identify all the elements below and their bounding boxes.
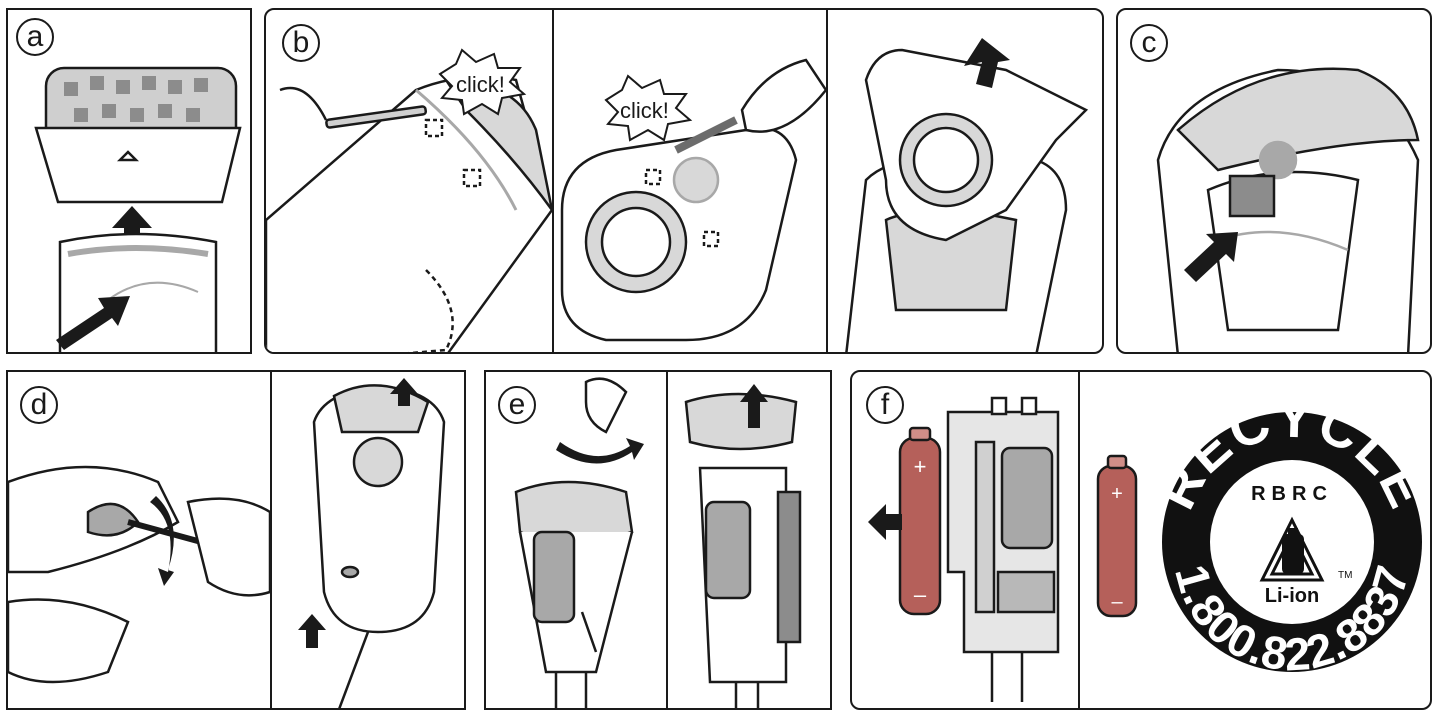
shaver-open-view [560,58,828,342]
panel-d-illustration [8,378,446,708]
panel-f-illustration: + – + – REC [868,389,1430,702]
divider-b-2 [826,10,828,352]
epilator-head [34,66,242,204]
battery-minus-2: – [1111,591,1123,613]
step-label-a: a [16,18,54,56]
battery-minus-1: – [914,582,927,607]
panel-b-illustration [266,38,1089,352]
seal-li-ion-text: Li-ion [1265,585,1319,607]
panel-e-illustration [514,377,802,708]
motor-unit-right [684,392,802,708]
panel-a-illustration [34,66,242,352]
panel-c-illustration [1156,67,1420,352]
rotate-arrow [150,496,174,586]
shaver-cover-lift [845,48,1089,352]
shaver-upright [312,384,446,708]
panel-f: f + – + – [850,370,1432,710]
recycle-seal: RECYCLE 1.800.822.8837 RBRC TM Li-ion [1146,389,1430,681]
up-arrow-d2 [298,614,326,648]
step-label-c: c [1130,24,1168,62]
lift-up-arrow [964,38,1010,88]
divider-b-1 [552,10,554,352]
panel-d: d [6,370,466,710]
motor-unit-left [514,377,634,708]
click-burst-2 [604,74,693,142]
divider-f [1078,372,1080,708]
circuit-board [946,396,1060,702]
step-label-e: e [498,386,536,424]
panel-c: c [1116,8,1432,354]
hand-with-screwdriver [8,465,272,684]
step-label-b: b [282,24,320,62]
battery-removed: + – [898,426,942,616]
push-arrow [56,296,130,350]
seal-rbrc-text: RBRC [1251,483,1333,505]
click-burst-1 [438,48,527,116]
pull-arrow [1184,232,1238,282]
up-arrow [112,206,152,244]
left-arrow-f [868,504,902,540]
click-text-2: click! [620,98,669,123]
panel-e: e [484,370,832,710]
up-arrow-e [740,384,768,428]
step-label-f: f [866,386,904,424]
battery-standalone: + – [1096,454,1138,618]
up-arrow-d1 [390,378,418,406]
seal-tm-text: TM [1338,570,1352,581]
step-label-d: d [20,386,58,424]
shaver-side-view [266,75,554,352]
battery-plus-2: + [1111,483,1123,505]
divider-e [666,372,668,708]
click-text-1: click! [456,72,505,97]
battery-plus-1: + [914,454,927,479]
rotate-arrow-e [556,438,644,464]
panel-a: a [6,8,252,354]
panel-b: b [264,8,1104,354]
shaver-open-top [1156,67,1420,352]
